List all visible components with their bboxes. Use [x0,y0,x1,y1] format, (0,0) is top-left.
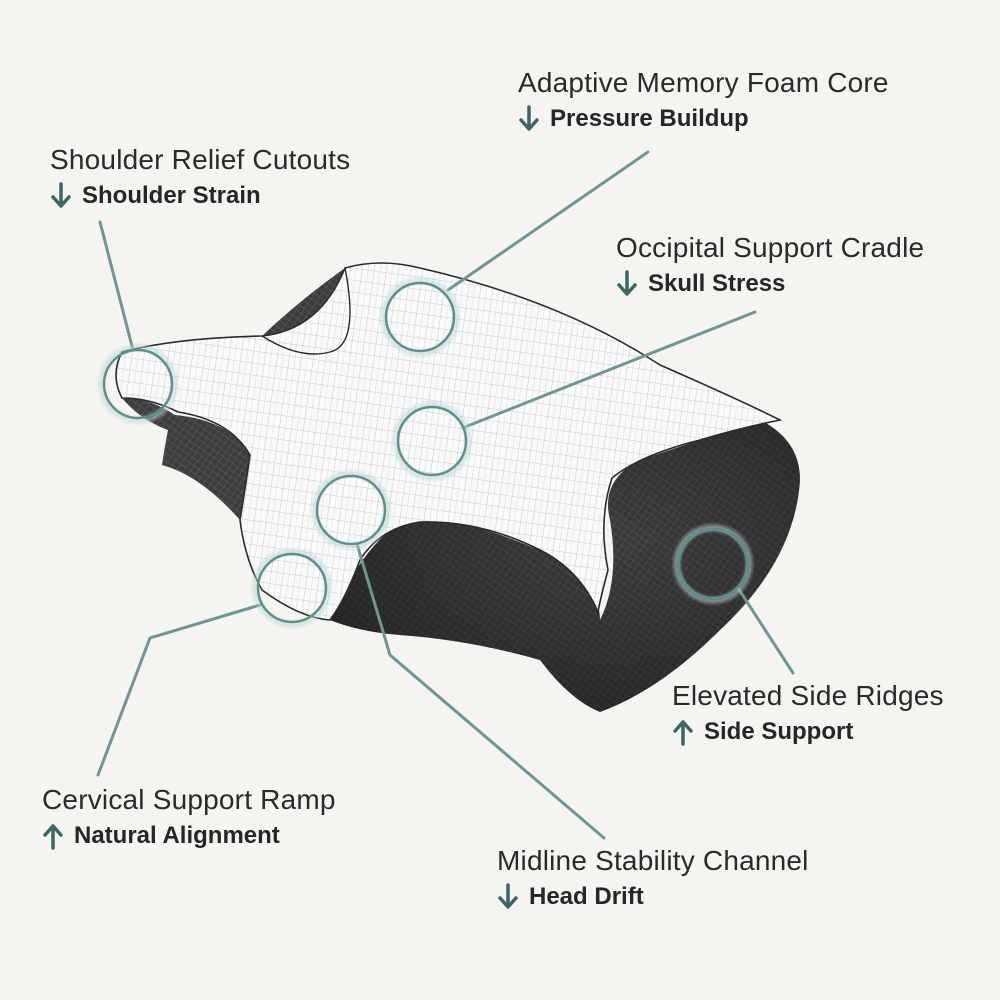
callout-effect: Side Support [672,717,944,747]
effect-label: Natural Alignment [74,822,280,849]
callout-title: Midline Stability Channel [497,845,809,876]
callout-title: Elevated Side Ridges [672,680,944,711]
marker-midline-channel [309,468,393,552]
effect-label: Shoulder Strain [82,182,261,209]
arrow-up-icon [673,720,693,746]
effect-label: Skull Stress [648,270,786,297]
leader-line-side-ridges [736,586,795,675]
arrow-down-icon [617,270,637,296]
arrow-up-icon [43,824,63,850]
callout-foam-core: Adaptive Memory Foam Core Pressure Build… [518,66,889,134]
leader-line-shoulder-relief [98,220,135,352]
callout-title: Adaptive Memory Foam Core [518,67,889,98]
callout-effect: Natural Alignment [42,821,336,851]
effect-label: Pressure Buildup [550,105,749,132]
arrow-down-icon [498,883,518,909]
arrow-down-icon [51,182,71,208]
marker-occipital [390,399,474,483]
leader-line-midline-channel [355,542,606,840]
callout-occipital: Occipital Support Cradle Skull Stress [616,231,924,299]
arrow-down-icon [519,105,539,131]
leader-line-foam-core [446,150,650,292]
effect-label: Head Drift [529,883,644,910]
callout-title: Occipital Support Cradle [616,232,925,263]
effect-label: Side Support [704,718,854,745]
leader-line-cervical-ramp [96,603,262,777]
callout-cervical-ramp: Cervical Support Ramp Natural Alignment [42,783,336,851]
marker-foam-core [378,275,462,359]
callout-effect: Head Drift [497,882,809,912]
callout-effect: Shoulder Strain [50,181,350,211]
callout-title: Cervical Support Ramp [42,784,336,815]
callout-title: Shoulder Relief Cutouts [50,144,351,175]
leader-lines [96,150,795,840]
callout-effect: Pressure Buildup [518,104,889,134]
pillow-cutout-edge [261,267,351,355]
marker-shoulder-relief [96,342,180,426]
marker-side-ridges [671,522,755,606]
marker-cervical-ramp [250,546,334,630]
callout-shoulder-relief: Shoulder Relief Cutouts Shoulder Strain [50,143,350,211]
leader-line-occipital [463,310,757,429]
callout-effect: Skull Stress [616,269,924,299]
callout-midline-channel: Midline Stability Channel Head Drift [497,844,809,912]
callout-side-ridges: Elevated Side Ridges Side Support [672,679,944,747]
feature-markers [96,275,755,630]
